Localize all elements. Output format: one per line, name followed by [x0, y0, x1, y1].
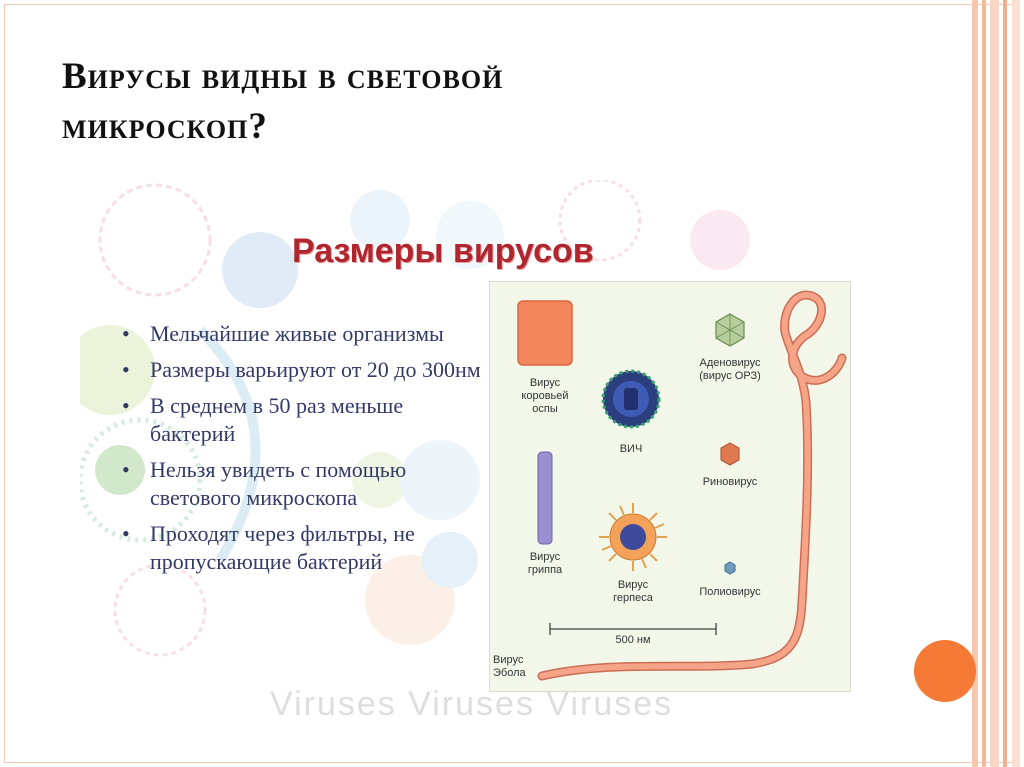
- slide-title-line1: Вирусы видны в световой: [62, 56, 504, 97]
- slide-picture: Размеры вирусов Мельчайшие живые организ…: [80, 180, 780, 725]
- adenovirus-label: Аденовирус(вирус ОРЗ): [699, 357, 761, 382]
- smallpox-virus-shape: [517, 300, 573, 366]
- rhinovirus-shape: [720, 442, 740, 466]
- influenza-virus-shape: [537, 451, 553, 545]
- picture-heading: Размеры вирусов: [292, 232, 594, 270]
- bullet-list: Мельчайшие живые организмы Размеры варьи…: [120, 320, 490, 584]
- herpes-virus-shape: [599, 503, 667, 571]
- slide-title-line2: микроскоп?: [62, 106, 268, 147]
- bullet-item: Размеры варьируют от 20 до 300нм: [120, 356, 490, 384]
- bullet-item: Мельчайшие живые организмы: [120, 320, 490, 348]
- hiv-label: ВИЧ: [619, 443, 643, 455]
- poliovirus-shape: [724, 561, 736, 575]
- rhinovirus-label: Риновирус: [702, 476, 758, 488]
- poliovirus-label: Полиовирус: [699, 586, 761, 598]
- hiv-virus-shape: [601, 369, 661, 429]
- virus-illustrations: [517, 290, 847, 681]
- bullet-item: Нельзя увидеть с помощью светового микро…: [120, 456, 490, 512]
- slide-title: Вирусы видны в световой микроскоп?: [62, 52, 822, 152]
- decorative-stripes: [972, 0, 1024, 767]
- scale-bar: [549, 623, 717, 635]
- adenovirus-shape: [715, 313, 745, 347]
- scale-bar-label: 500 нм: [615, 634, 651, 646]
- bullet-item: В среднем в 50 раз меньше бактерий: [120, 392, 490, 448]
- decorative-orange-circle: [914, 640, 976, 702]
- bullet-item: Проходят через фильтры, не пропускающие …: [120, 520, 490, 576]
